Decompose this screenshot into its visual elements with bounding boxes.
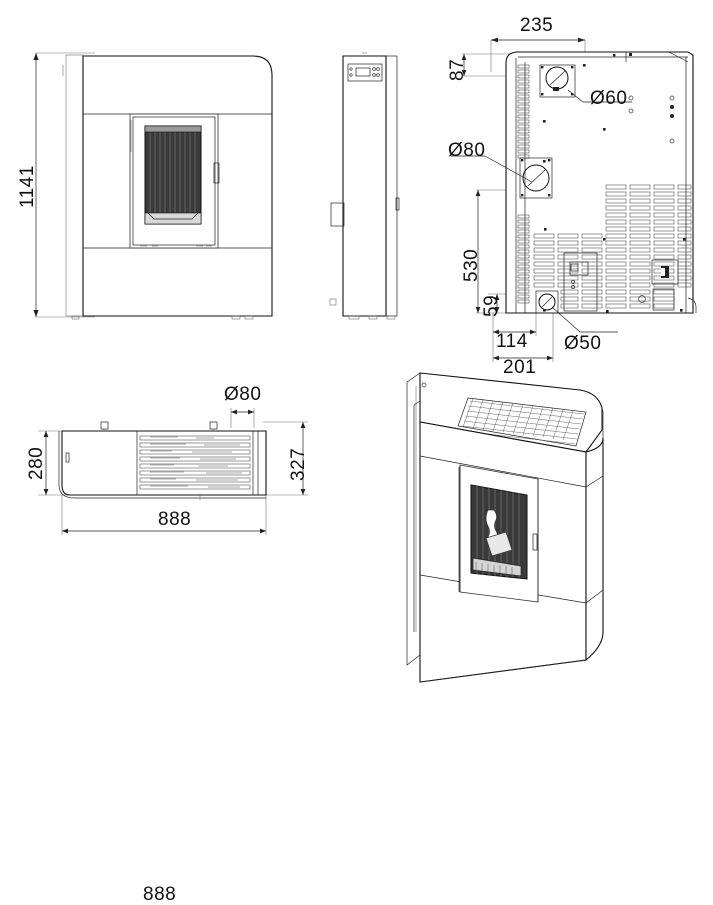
side-elevation-view — [325, 20, 435, 350]
dim-label-888: 888 — [158, 509, 192, 530]
dim-label-rear-530: 530 — [461, 248, 482, 282]
dim-label-plan-327: 327 — [288, 447, 309, 481]
rear-fasteners — [543, 64, 686, 313]
front-elevation-view: 1141 — [0, 0, 320, 350]
side-control-panel[interactable] — [347, 63, 383, 82]
dimension-1141 — [33, 52, 95, 318]
rear-air-inlet-80 — [451, 155, 553, 199]
side-body-outline — [342, 55, 387, 317]
iso-top-grille — [457, 397, 587, 447]
plan-louvre-grid — [139, 435, 251, 490]
dim-label-rear-201: 201 — [503, 357, 537, 378]
isometric-view — [390, 360, 713, 693]
front-back-plate — [62, 54, 84, 317]
plan-louvre-detail — [150, 436, 242, 488]
plan-tab-right — [209, 421, 218, 430]
rear-left-louvres — [517, 64, 530, 304]
front-glass-window — [144, 125, 202, 225]
dim-label-rear-59: 59 — [481, 294, 502, 317]
dim-label-inlet-80: Ø80 — [448, 140, 486, 161]
dim-label-rear-235: 235 — [520, 15, 554, 36]
rear-view: 235 87 530 59 114 201 Ø60 Ø80 Ø50 — [440, 10, 713, 377]
dim-label-flue-60: Ø60 — [590, 88, 628, 109]
dim-label-plan-outlet-80: Ø80 — [224, 384, 262, 405]
dim-label-front-height: 1141 — [17, 165, 38, 208]
front-feet — [71, 315, 254, 320]
iso-right-face — [585, 437, 604, 662]
dim-label-plan-888: 888 — [143, 884, 177, 905]
rear-vent-grid — [533, 184, 692, 309]
rear-power-socket — [638, 259, 679, 311]
rear-mounting-holes — [628, 95, 675, 144]
front-door-handle[interactable] — [213, 162, 220, 184]
side-door-handle[interactable] — [395, 197, 400, 211]
dimension-280 — [38, 430, 72, 496]
iso-door-handle[interactable] — [532, 533, 538, 551]
dim-label-rear-87: 87 — [447, 58, 468, 81]
rear-control-box — [563, 252, 598, 312]
dim-label-drain-50: Ø50 — [564, 333, 602, 354]
plan-body-outline — [61, 430, 267, 496]
rear-drain-50 — [535, 290, 618, 333]
rear-flue-outlet-60 — [539, 64, 632, 103]
dimension-201 — [492, 310, 554, 362]
dimension-888 — [61, 495, 267, 535]
iso-glass-window — [470, 484, 528, 580]
dimension-top-outlet-80 — [230, 408, 255, 428]
dim-label-rear-114: 114 — [496, 331, 528, 352]
dimension-327 — [263, 421, 308, 496]
dimension-114 — [492, 310, 537, 336]
plan-top-view: 280 327 888 Ø80 — [0, 380, 330, 904]
plan-tab-left — [100, 421, 109, 430]
side-feet — [329, 298, 396, 320]
dim-label-plan-280: 280 — [26, 446, 47, 480]
